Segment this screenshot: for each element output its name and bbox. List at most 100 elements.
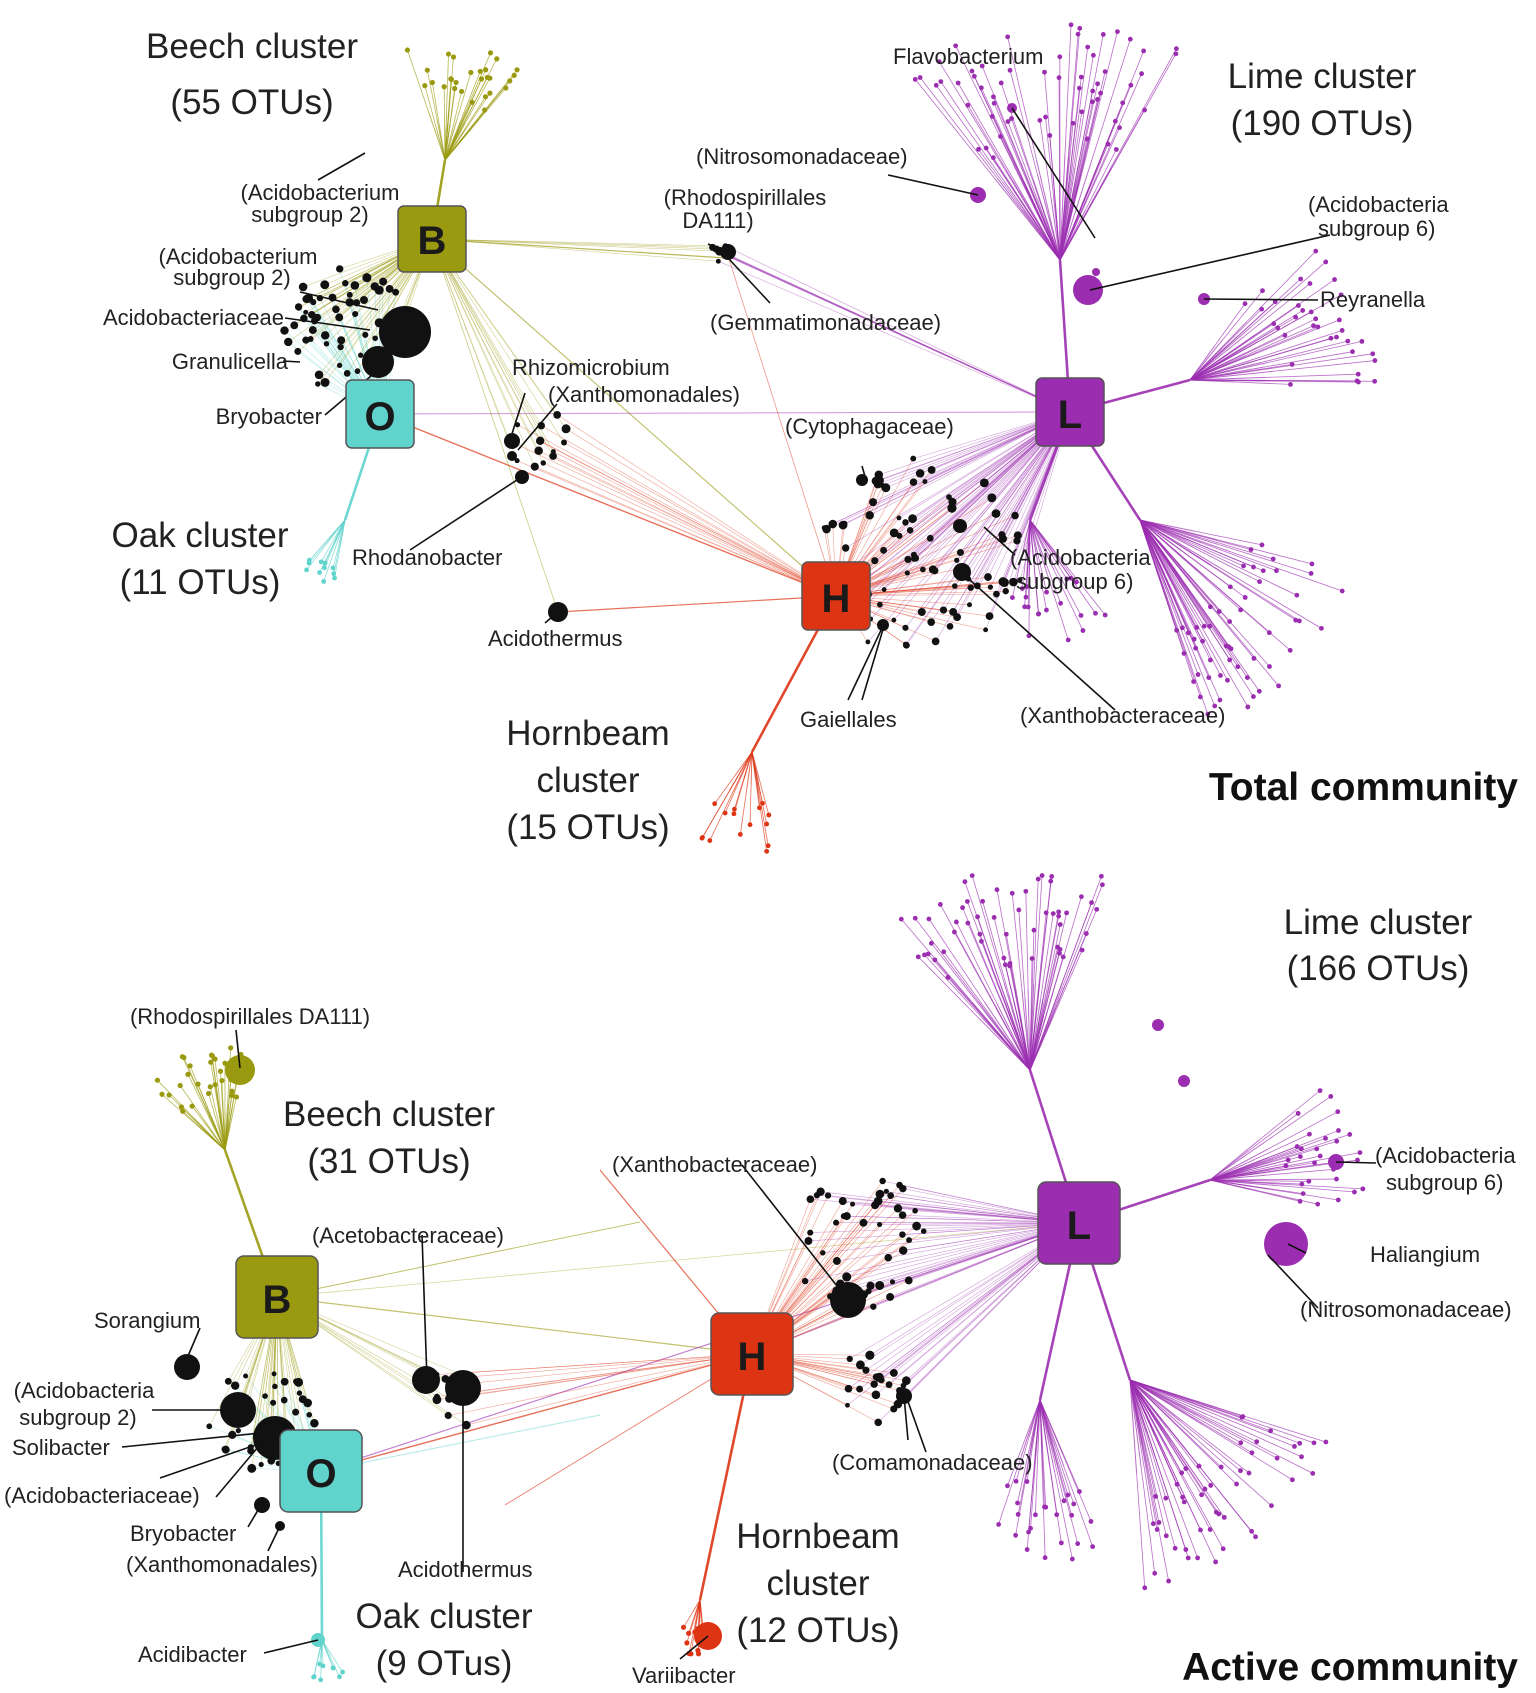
leaf-dot	[1267, 664, 1272, 669]
branch	[328, 519, 346, 539]
shared-dot	[917, 608, 926, 616]
branch	[1171, 582, 1211, 661]
shared-dot	[939, 606, 948, 614]
hornbeam-cluster-count: (15 OTUs)	[506, 808, 669, 847]
leaf-dot	[1025, 604, 1031, 610]
leaf-dot	[1075, 31, 1081, 37]
leaf-dot	[1090, 52, 1096, 58]
svg-text:H: H	[738, 1335, 767, 1379]
leaf-dot	[765, 843, 771, 849]
leaf-dot	[1043, 910, 1049, 916]
label-acidobacterium-sg2-top: (Acidobacterium	[241, 180, 400, 205]
branch	[1044, 72, 1054, 176]
label-active-acidobacteria-sg6: (Acidobacteria	[1375, 1143, 1516, 1168]
node-hornbeam-total: H	[801, 561, 871, 631]
svg-text:O: O	[305, 1452, 336, 1496]
shared-dot	[904, 570, 910, 576]
leaf-dot	[1102, 69, 1108, 75]
leaf-dot	[1315, 1201, 1321, 1207]
branch	[1258, 1190, 1318, 1205]
branch	[688, 1614, 696, 1634]
branch	[1042, 1448, 1047, 1508]
shared-dot	[991, 509, 1001, 518]
branch	[1180, 582, 1230, 661]
branch	[1146, 1470, 1169, 1582]
shared-dot	[561, 439, 568, 446]
branch	[1278, 1183, 1363, 1190]
branch	[1029, 519, 1052, 549]
branch	[1168, 1439, 1217, 1513]
leaf-dot	[1153, 1494, 1159, 1499]
branch	[1179, 591, 1228, 681]
leaf-dot	[1312, 1160, 1317, 1166]
leaf-dot	[1235, 664, 1241, 670]
leaf-dot	[1317, 1153, 1323, 1159]
shared-dot	[987, 584, 994, 590]
leaf-dot	[1001, 955, 1007, 961]
branch	[1021, 990, 1031, 1071]
shared-dot	[298, 282, 308, 292]
branch	[1209, 1157, 1268, 1181]
leaf-dot	[1285, 1157, 1291, 1163]
label-active-acidibacter: Acidibacter	[138, 1642, 247, 1667]
shared-dot	[859, 1218, 868, 1227]
hub-edge	[379, 411, 1071, 415]
leaf-dot	[1208, 604, 1213, 610]
label-nitrosomonadaceae-total: (Nitrosomonadaceae)	[696, 144, 908, 169]
oak-cluster-active-count: (9 OTus)	[376, 1644, 513, 1683]
branch	[1029, 519, 1048, 575]
leaf-dot	[964, 899, 970, 904]
branch	[1189, 355, 1246, 381]
branch	[1145, 1450, 1167, 1536]
leaf-dot	[452, 85, 458, 92]
branch	[1079, 34, 1104, 159]
branch	[1021, 519, 1031, 556]
shared-dot	[865, 510, 874, 520]
label-acidobacterium-sg2-left-2: subgroup 2)	[173, 265, 290, 290]
label-xanthomonadales: (Xanthomonadales)	[548, 382, 740, 407]
leaf-dot	[1009, 595, 1015, 600]
label-gaiellales: Gaiellales	[800, 707, 897, 732]
shared-dot	[856, 1385, 864, 1393]
leaf-dot	[330, 1665, 336, 1671]
branch	[183, 1057, 207, 1109]
hub-edge	[727, 255, 837, 597]
branch	[1154, 1419, 1187, 1469]
branch	[1129, 1379, 1219, 1409]
branch	[931, 943, 986, 1014]
leaf-dot	[1078, 74, 1084, 80]
branch	[1258, 330, 1343, 359]
leaf-dot	[936, 59, 942, 65]
leaf-dot	[1142, 107, 1147, 113]
leaf-dot	[969, 873, 975, 878]
shared-dot	[295, 305, 302, 311]
shared-dot	[885, 1381, 893, 1389]
leaf-dot	[1197, 694, 1203, 700]
beech-cluster-active-title: Beech cluster	[283, 1095, 495, 1134]
branch	[1129, 1379, 1141, 1445]
shared-dot	[887, 1192, 895, 1200]
leaf-dot	[1191, 679, 1196, 685]
shared-dot	[883, 1188, 889, 1194]
leaf-dot	[1120, 100, 1126, 106]
branch	[187, 1074, 209, 1117]
leaf-dot	[1009, 116, 1014, 121]
shared-dot	[865, 639, 871, 645]
leaf-dot	[1355, 1157, 1360, 1163]
branch	[1175, 600, 1221, 701]
branch	[1028, 1459, 1036, 1533]
leaf-dot	[482, 107, 488, 113]
leaf-dot	[229, 1092, 235, 1099]
branch	[1068, 88, 1080, 183]
branch	[1043, 557, 1061, 604]
leaf-dot	[684, 1640, 690, 1646]
branch	[982, 1017, 1031, 1071]
branch	[1203, 1409, 1295, 1447]
leaf-dot	[1185, 1555, 1191, 1561]
branch	[1272, 1134, 1350, 1160]
shared-dot	[270, 1399, 277, 1406]
leaf-dot	[207, 1084, 213, 1090]
leaf-dot	[1089, 900, 1094, 905]
leaf-dot	[766, 812, 772, 818]
shared-dot	[920, 566, 926, 573]
